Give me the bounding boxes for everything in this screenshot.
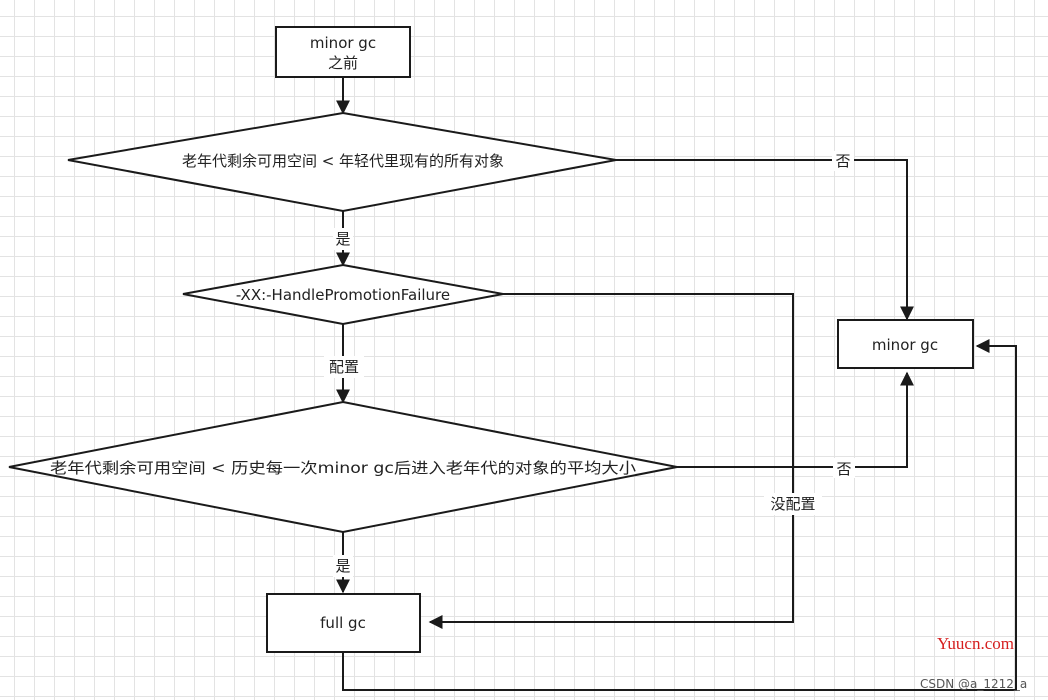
watermark-author: CSDN @a_1212_a	[920, 677, 1028, 691]
watermark-site: Yuucn.com	[937, 634, 1014, 653]
decision2-label: -XX:-HandlePromotionFailure	[236, 286, 450, 304]
start-box	[275, 26, 411, 78]
decision2-diamond	[182, 263, 504, 326]
edge-fullgc-to-minorgc	[342, 339, 1017, 691]
minor-gc-label: minor gc	[872, 336, 938, 354]
edge-decision2-not-configured	[428, 293, 794, 629]
decision1-diamond	[67, 111, 617, 213]
edge-label-d1-yes: 是	[335, 230, 350, 248]
edge-label-d3-no: 否	[836, 460, 851, 478]
full-gc-box	[266, 593, 421, 653]
start-label-line1: minor gc	[310, 34, 376, 52]
edge-label-d2-configured: 配置	[329, 358, 359, 376]
decision3-diamond	[8, 400, 678, 534]
edge-decision3-no	[677, 371, 914, 468]
edge-label-d3-yes: 是	[335, 557, 350, 575]
edge-decision1-no	[616, 159, 914, 321]
decision3-label: 老年代剩余可用空间 < 历史每一次minor gc后进入老年代的对象的平均大小	[50, 459, 636, 477]
full-gc-label: full gc	[320, 614, 366, 632]
edge-label-d1-no: 否	[835, 152, 850, 170]
minor-gc-box	[837, 319, 974, 369]
decision1-label: 老年代剩余可用空间 < 年轻代里现有的所有对象	[182, 152, 504, 170]
edge-label-d2-not-configured: 没配置	[770, 495, 815, 513]
start-label-line2: 之前	[328, 54, 358, 72]
